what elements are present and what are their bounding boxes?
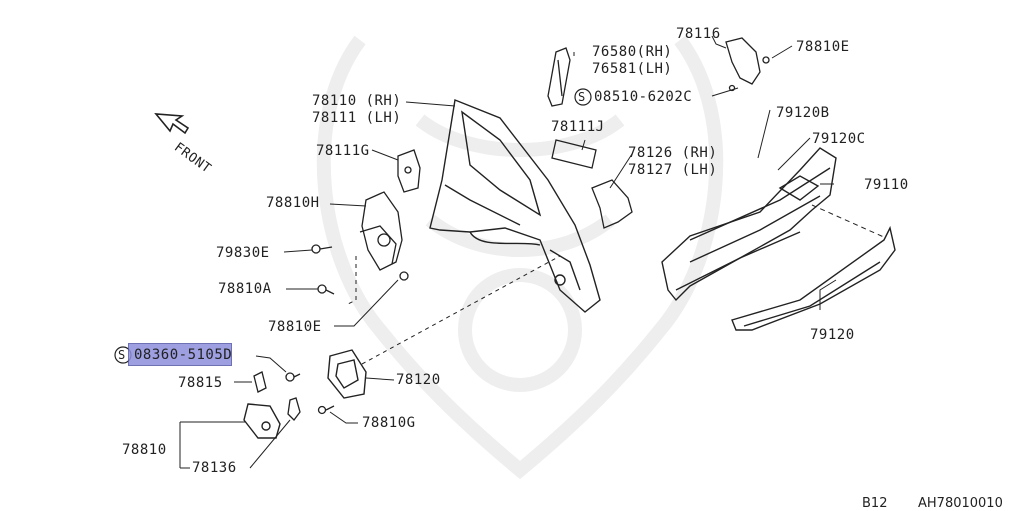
part-label-79830E[interactable]: 79830E (216, 245, 270, 261)
part-label-78815[interactable]: 78815 (178, 375, 223, 391)
part-label-79110[interactable]: 79110 (864, 177, 909, 193)
part-label-78111J[interactable]: 78111J (551, 119, 605, 135)
part-label-79120B[interactable]: 79120B (776, 105, 830, 121)
dash-line-79120 (811, 204, 887, 239)
part-label-76580[interactable]: 76580(RH) (592, 44, 673, 60)
part-label-78810E-top[interactable]: 78810E (796, 39, 850, 55)
part-label-78111G[interactable]: 78111G (316, 143, 370, 159)
bracket-78111G-shape (397, 149, 421, 193)
part-label-78111[interactable]: 78111 (LH) (312, 110, 402, 126)
quarter-panel-shape (429, 99, 601, 313)
part-label-78127[interactable]: 78127 (LH) (628, 162, 718, 178)
s-symbol-glyph-bottom: S (118, 348, 126, 362)
fuel-housing-78120-shape (327, 349, 367, 399)
part-label-76581[interactable]: 76581(LH) (592, 61, 673, 77)
pillar-strip-shape (547, 47, 571, 107)
part-label-08360-5105D[interactable]: 08360-5105D (134, 347, 233, 363)
housing-78810H-shape (359, 191, 403, 271)
part-label-78136[interactable]: 78136 (192, 460, 237, 476)
assembly-dash-lines (347, 255, 561, 365)
bracket-78126-shape (591, 179, 633, 229)
rear-strip-79120-shape (731, 225, 896, 331)
part-label-08510-6202C[interactable]: 08510-6202C (594, 89, 693, 105)
part-label-79120[interactable]: 79120 (810, 327, 855, 343)
rear-panel-79110-shape (661, 147, 837, 302)
diagram-code: AH78010010 (918, 496, 1003, 511)
clip-78815-shape (253, 371, 267, 393)
fuel-lid-78810-shape (243, 403, 281, 439)
part-label-78810G[interactable]: 78810G (362, 415, 416, 431)
hinge-78136-shape (287, 397, 301, 421)
part-label-78810H[interactable]: 78810H (266, 195, 320, 211)
part-label-78810A[interactable]: 78810A (218, 281, 272, 297)
part-label-78810[interactable]: 78810 (122, 442, 167, 458)
part-label-78116[interactable]: 78116 (676, 26, 721, 42)
s-symbol-glyph-top: S (578, 90, 586, 104)
front-arrow-icon (154, 113, 190, 135)
part-label-78126[interactable]: 78126 (RH) (628, 145, 718, 161)
selected-part-highlight (128, 343, 232, 366)
page-code: B12 (862, 496, 888, 511)
part-label-78810E-low[interactable]: 78810E (268, 319, 322, 335)
bracket-78116-shape (725, 37, 770, 92)
part-label-78110[interactable]: 78110 (RH) (312, 93, 402, 109)
part-label-78120[interactable]: 78120 (396, 372, 441, 388)
part-label-79120C[interactable]: 79120C (812, 131, 866, 147)
watermark-emblem (316, 35, 724, 480)
leader-lines (179, 35, 837, 469)
